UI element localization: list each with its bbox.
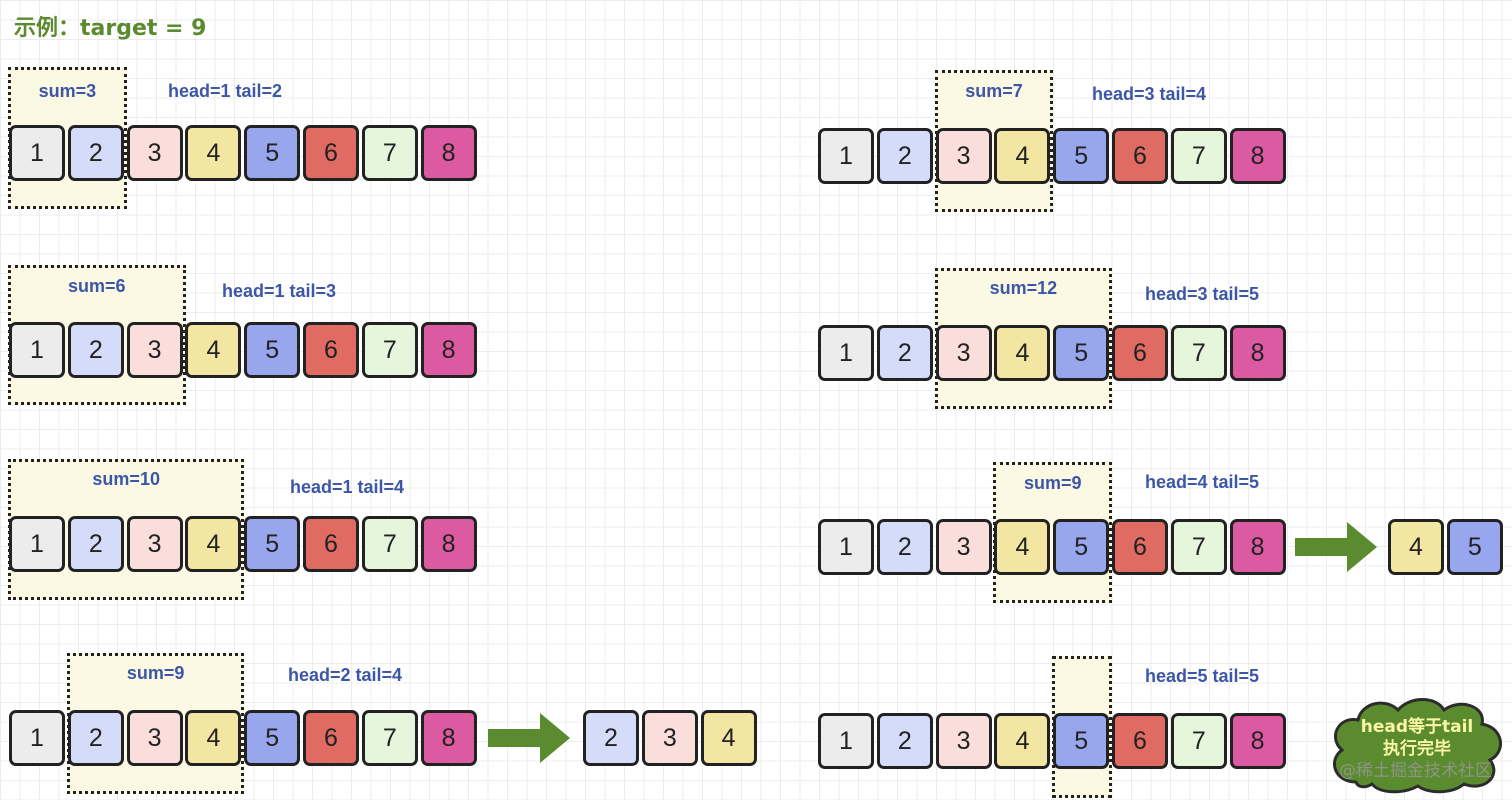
array-cell: 8 <box>420 125 477 181</box>
array-cell: 7 <box>1170 325 1227 381</box>
array-cell: 8 <box>1229 519 1286 575</box>
array-cell: 6 <box>303 322 359 378</box>
sum-label-step-1: sum=3 <box>38 81 97 101</box>
array-cell: 3 <box>935 519 992 575</box>
head-tail-label-step-7: head=4 tail=5 <box>1145 472 1260 492</box>
array-cell: 1 <box>9 322 65 378</box>
array-cell: 2 <box>67 125 124 181</box>
array-cell: 2 <box>67 516 124 572</box>
array-cell: 3 <box>935 128 992 184</box>
array-cell: 7 <box>361 710 418 766</box>
array-cell: 5 <box>1053 519 1110 575</box>
array-cell: 5 <box>1053 128 1110 184</box>
head-tail-label-step-8: head=5 tail=5 <box>1145 666 1260 686</box>
array-cell: 5 <box>244 125 301 181</box>
array-cell: 4 <box>185 710 242 766</box>
array-cell: 8 <box>420 322 477 378</box>
array-cell: 7 <box>361 125 418 181</box>
array-cell: 5 <box>1053 325 1110 381</box>
array-cell: 2 <box>876 325 933 381</box>
array-cell: 7 <box>1170 128 1227 184</box>
array-cell: 5 <box>1053 713 1110 769</box>
array-cell: 2 <box>876 128 933 184</box>
array-cell: 8 <box>1229 325 1286 381</box>
array-cell: 3 <box>935 713 992 769</box>
array-cell: 5 <box>244 710 301 766</box>
array-cell: 3 <box>126 322 183 378</box>
array-cell: 7 <box>1170 713 1227 769</box>
array-cell: 1 <box>818 325 874 381</box>
array-cell: 6 <box>303 516 359 572</box>
array-cell: 6 <box>303 125 359 181</box>
result-cell: 2 <box>583 710 639 766</box>
end-note-line2: 执行完毕 <box>1383 739 1451 759</box>
array-cell: 4 <box>185 125 242 181</box>
sum-label-step-2: sum=6 <box>68 276 126 296</box>
array-cell: 4 <box>994 128 1051 184</box>
array-cell: 8 <box>1229 128 1286 184</box>
array-cell: 3 <box>935 325 992 381</box>
array-cell: 5 <box>244 516 301 572</box>
array-cell: 3 <box>126 125 183 181</box>
result-cell: 4 <box>700 710 757 766</box>
sum-label-step-6: sum=12 <box>989 278 1058 298</box>
array-cell: 2 <box>876 519 933 575</box>
array-cell: 1 <box>9 516 65 572</box>
right-arrow-icon <box>488 713 570 763</box>
result-cell: 3 <box>641 710 698 766</box>
array-cell: 8 <box>1229 713 1286 769</box>
result-cell: 5 <box>1446 519 1503 575</box>
head-tail-label-step-4: head=2 tail=4 <box>288 665 403 685</box>
head-tail-label-step-5: head=3 tail=4 <box>1092 84 1207 104</box>
array-cell: 1 <box>9 125 65 181</box>
array-cell: 4 <box>994 325 1051 381</box>
sum-label-step-3: sum=10 <box>92 469 160 489</box>
watermark: @稀土掘金技术社区 <box>1339 761 1492 781</box>
sum-label-step-4: sum=9 <box>126 663 185 683</box>
array-cell: 4 <box>185 516 242 572</box>
array-cell: 6 <box>1112 325 1168 381</box>
sum-label-step-5: sum=7 <box>965 81 1023 101</box>
end-note-line1: head等于tail <box>1360 717 1474 737</box>
array-cell: 1 <box>818 519 874 575</box>
array-cell: 4 <box>185 322 242 378</box>
head-tail-label-step-3: head=1 tail=4 <box>290 477 405 497</box>
array-cell: 6 <box>303 710 359 766</box>
page-title: 示例：target = 9 <box>14 16 207 41</box>
right-arrow-icon <box>1295 522 1377 572</box>
head-tail-label-step-2: head=1 tail=3 <box>222 281 337 301</box>
cloud-shape <box>1332 698 1502 794</box>
array-cell: 7 <box>1170 519 1227 575</box>
array-cell: 6 <box>1112 713 1168 769</box>
array-cell: 8 <box>420 710 477 766</box>
array-cell: 6 <box>1112 519 1168 575</box>
array-cell: 6 <box>1112 128 1168 184</box>
array-cell: 1 <box>9 710 65 766</box>
head-tail-label-step-6: head=3 tail=5 <box>1145 284 1260 304</box>
head-tail-label-step-1: head=1 tail=2 <box>168 81 283 101</box>
array-cell: 7 <box>361 516 418 572</box>
array-cell: 8 <box>420 516 477 572</box>
array-cell: 5 <box>244 322 301 378</box>
sum-label-step-7: sum=9 <box>1024 473 1082 493</box>
array-cell: 3 <box>126 710 183 766</box>
array-cell: 2 <box>67 322 124 378</box>
array-cell: 4 <box>994 519 1051 575</box>
array-cell: 1 <box>818 713 874 769</box>
array-cell: 2 <box>67 710 124 766</box>
result-cell: 4 <box>1388 519 1444 575</box>
array-cell: 2 <box>876 713 933 769</box>
array-cell: 7 <box>361 322 418 378</box>
array-cell: 1 <box>818 128 874 184</box>
array-cell: 3 <box>126 516 183 572</box>
array-cell: 4 <box>994 713 1051 769</box>
end-note: head等于tail 执行完毕 <box>1326 716 1508 760</box>
